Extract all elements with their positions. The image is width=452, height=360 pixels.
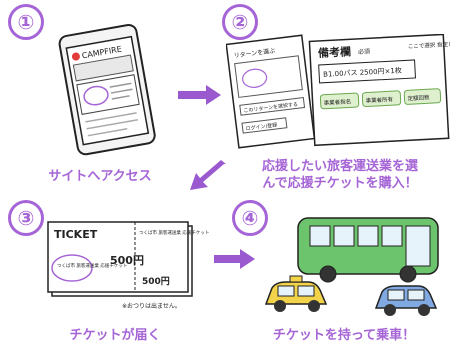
step-4-caption: チケットを持って乗車！ [272, 328, 416, 343]
ticket-price-stub: 500円 [142, 276, 170, 287]
ticket-illustration: TICKET 500円 つくば市 旅客運送業 応援チケット つくば市 旅客運送業… [47, 221, 209, 310]
step-1-number: ① [8, 4, 44, 40]
bus-icon [297, 217, 439, 283]
campfire-logo-icon [71, 52, 80, 61]
choice-2: 事業者所有 [365, 95, 393, 104]
arrow-down-left-icon [190, 160, 226, 190]
arrow-right-icon-2 [214, 249, 255, 269]
ticket-side-text: つくば市 旅客運送業 応援チケット [139, 229, 209, 236]
step-4-number: ④ [232, 200, 268, 236]
ticket-stamp: つくば市 旅客運送業 応援チケット [57, 262, 127, 269]
ticket-label: TICKET [54, 228, 98, 241]
form-note: ここで選択 指定して ください [408, 38, 450, 50]
arrow-right-icon [178, 85, 221, 105]
ticket-form-illustration: リターンを選ぶ このリターンを選択する ログイン/登録 備考欄 必須 ここで選択… [226, 34, 450, 149]
step-2-caption: 応援したい旅客運送業を選 んで応援チケットを購入！ [232, 158, 448, 192]
step-2-number: ② [222, 4, 258, 40]
choice-1: 事業者指名 [323, 97, 351, 106]
step-3-number: ③ [8, 200, 44, 236]
step-1-caption: サイトへアクセス [48, 169, 152, 184]
form-required-tag: 必須 [358, 47, 370, 56]
ticket-price-main: 500円 [110, 254, 144, 267]
smartphone-illustration: CAMPFIRE [58, 24, 156, 156]
choice-3: 定額回数 [407, 93, 430, 102]
step-2-caption-line-2: んで応援チケットを購入！ [262, 176, 418, 191]
bus-and-taxi-illustration [264, 217, 439, 316]
step-2-caption-line-1: 応援したい旅客運送業を選 [261, 159, 418, 174]
blue-car-icon [374, 285, 438, 316]
form-amount: B1.00パス 2500円×1枚 [323, 66, 402, 79]
small-login-button: ログイン/登録 [245, 121, 277, 132]
form-title: 備考欄 [318, 44, 352, 60]
taxi-icon [264, 275, 328, 312]
ticket-note: ※おつりは出ません。 [122, 302, 181, 310]
step-3-caption: チケットが届く [69, 328, 161, 343]
